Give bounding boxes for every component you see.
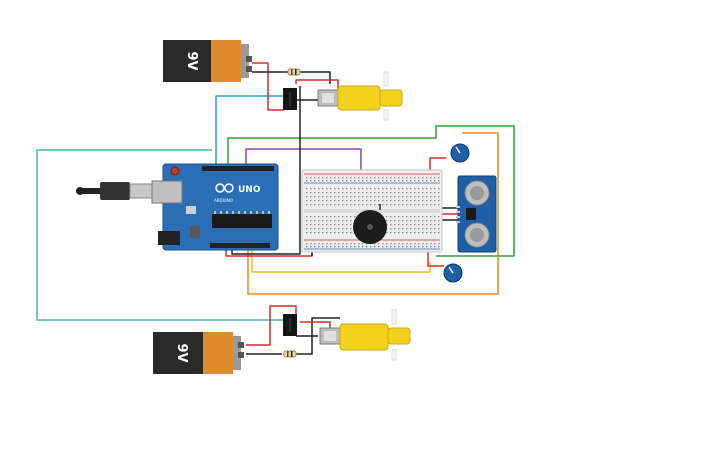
potentiometer-top[interactable]	[450, 143, 470, 163]
wire-top-battery-red	[252, 62, 284, 111]
wire-bottom-relay-red	[300, 321, 331, 330]
dc-motor-top[interactable]	[317, 71, 403, 121]
wire-orange	[247, 132, 499, 295]
relay-bottom[interactable]	[283, 314, 297, 336]
wire-bottom-battery-red	[246, 305, 297, 346]
wire-black-1	[231, 86, 301, 255]
dc-motor-bottom[interactable]	[319, 309, 411, 361]
wire-top-relay-motor-red	[295, 79, 339, 90]
relay-top[interactable]	[283, 88, 297, 110]
wire-pot-red	[427, 250, 444, 267]
wire-yellow	[251, 250, 431, 273]
wire-red-1	[225, 250, 313, 257]
arduino-logo-icon	[215, 183, 234, 193]
resistor-top[interactable]	[287, 68, 301, 76]
wire-top-resistor-black	[300, 71, 331, 84]
arduino-brand-label: ARDUINO	[214, 198, 233, 203]
usb-cable	[76, 182, 153, 200]
battery-bottom[interactable]: 9V	[153, 332, 244, 374]
ultrasonic-sensor[interactable]	[456, 175, 497, 253]
battery-top-label: 9V	[184, 51, 199, 70]
battery-bottom-label: 9V	[174, 343, 189, 362]
piezo-buzzer[interactable]	[353, 204, 387, 244]
potentiometer-bottom[interactable]	[443, 263, 463, 283]
arduino-model-label: UNO	[238, 185, 261, 195]
wire-teal	[36, 149, 285, 321]
wire-green	[227, 125, 515, 257]
wire-blue	[215, 95, 283, 170]
resistor-bottom[interactable]	[283, 350, 297, 358]
wires	[36, 62, 515, 355]
arduino-board[interactable]: UNO ARDUINO	[151, 163, 279, 251]
battery-top[interactable]: 9V	[163, 40, 252, 82]
